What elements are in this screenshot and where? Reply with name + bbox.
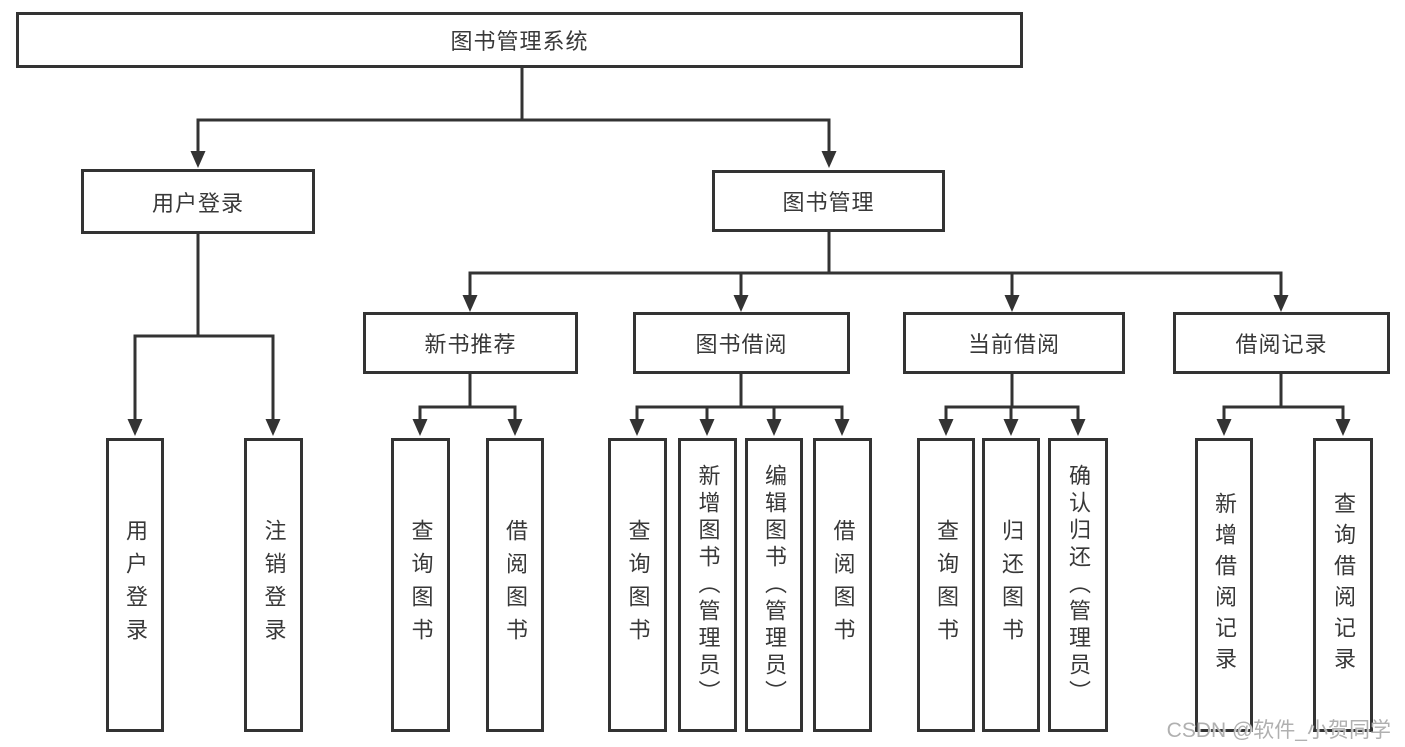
node-edit-books-admin: 编辑图书（管理员） (745, 438, 803, 732)
node-borrow-books-borrowing: 借阅图书 (813, 438, 872, 732)
node-label: 查询图书 (625, 519, 651, 651)
node-book-borrowing: 图书借阅 (633, 312, 850, 374)
node-book-management: 图书管理 (712, 170, 945, 232)
node-query-books-current: 查询图书 (917, 438, 975, 732)
node-label: 确认归还（管理员） (1066, 463, 1091, 707)
node-logout-leaf: 注销登录 (244, 438, 303, 732)
node-label: 新增借阅记录 (1212, 492, 1237, 678)
node-label: 查询图书 (934, 519, 959, 651)
node-user-login-leaf: 用户登录 (106, 438, 164, 732)
node-user-login: 用户登录 (81, 169, 315, 234)
node-label: 编辑图书（管理员） (762, 463, 787, 707)
node-label: 查询借阅记录 (1331, 492, 1356, 678)
node-label: 查询图书 (408, 519, 434, 651)
node-query-books-recommend: 查询图书 (391, 438, 450, 732)
node-label: 借阅图书 (503, 519, 528, 651)
node-confirm-return-admin: 确认归还（管理员） (1048, 438, 1108, 732)
node-query-borrow-record: 查询借阅记录 (1313, 438, 1373, 732)
node-label: 新增图书（管理员） (695, 463, 721, 707)
node-label: 注销登录 (261, 519, 287, 651)
node-borrow-books-recommend: 借阅图书 (486, 438, 544, 732)
node-return-books: 归还图书 (982, 438, 1040, 732)
watermark: CSDN @软件_小贺同学 (1166, 719, 1391, 742)
node-new-book-recommend: 新书推荐 (363, 312, 578, 374)
node-borrowing-records: 借阅记录 (1173, 312, 1390, 374)
node-current-borrowing: 当前借阅 (903, 312, 1125, 374)
node-label: 借阅图书 (830, 519, 856, 651)
node-label: 归还图书 (999, 519, 1024, 651)
node-query-books-borrowing: 查询图书 (608, 438, 667, 732)
node-add-books-admin: 新增图书（管理员） (678, 438, 737, 732)
node-label: 用户登录 (123, 519, 148, 651)
node-add-borrow-record: 新增借阅记录 (1195, 438, 1253, 732)
node-library-system: 图书管理系统 (16, 12, 1023, 68)
